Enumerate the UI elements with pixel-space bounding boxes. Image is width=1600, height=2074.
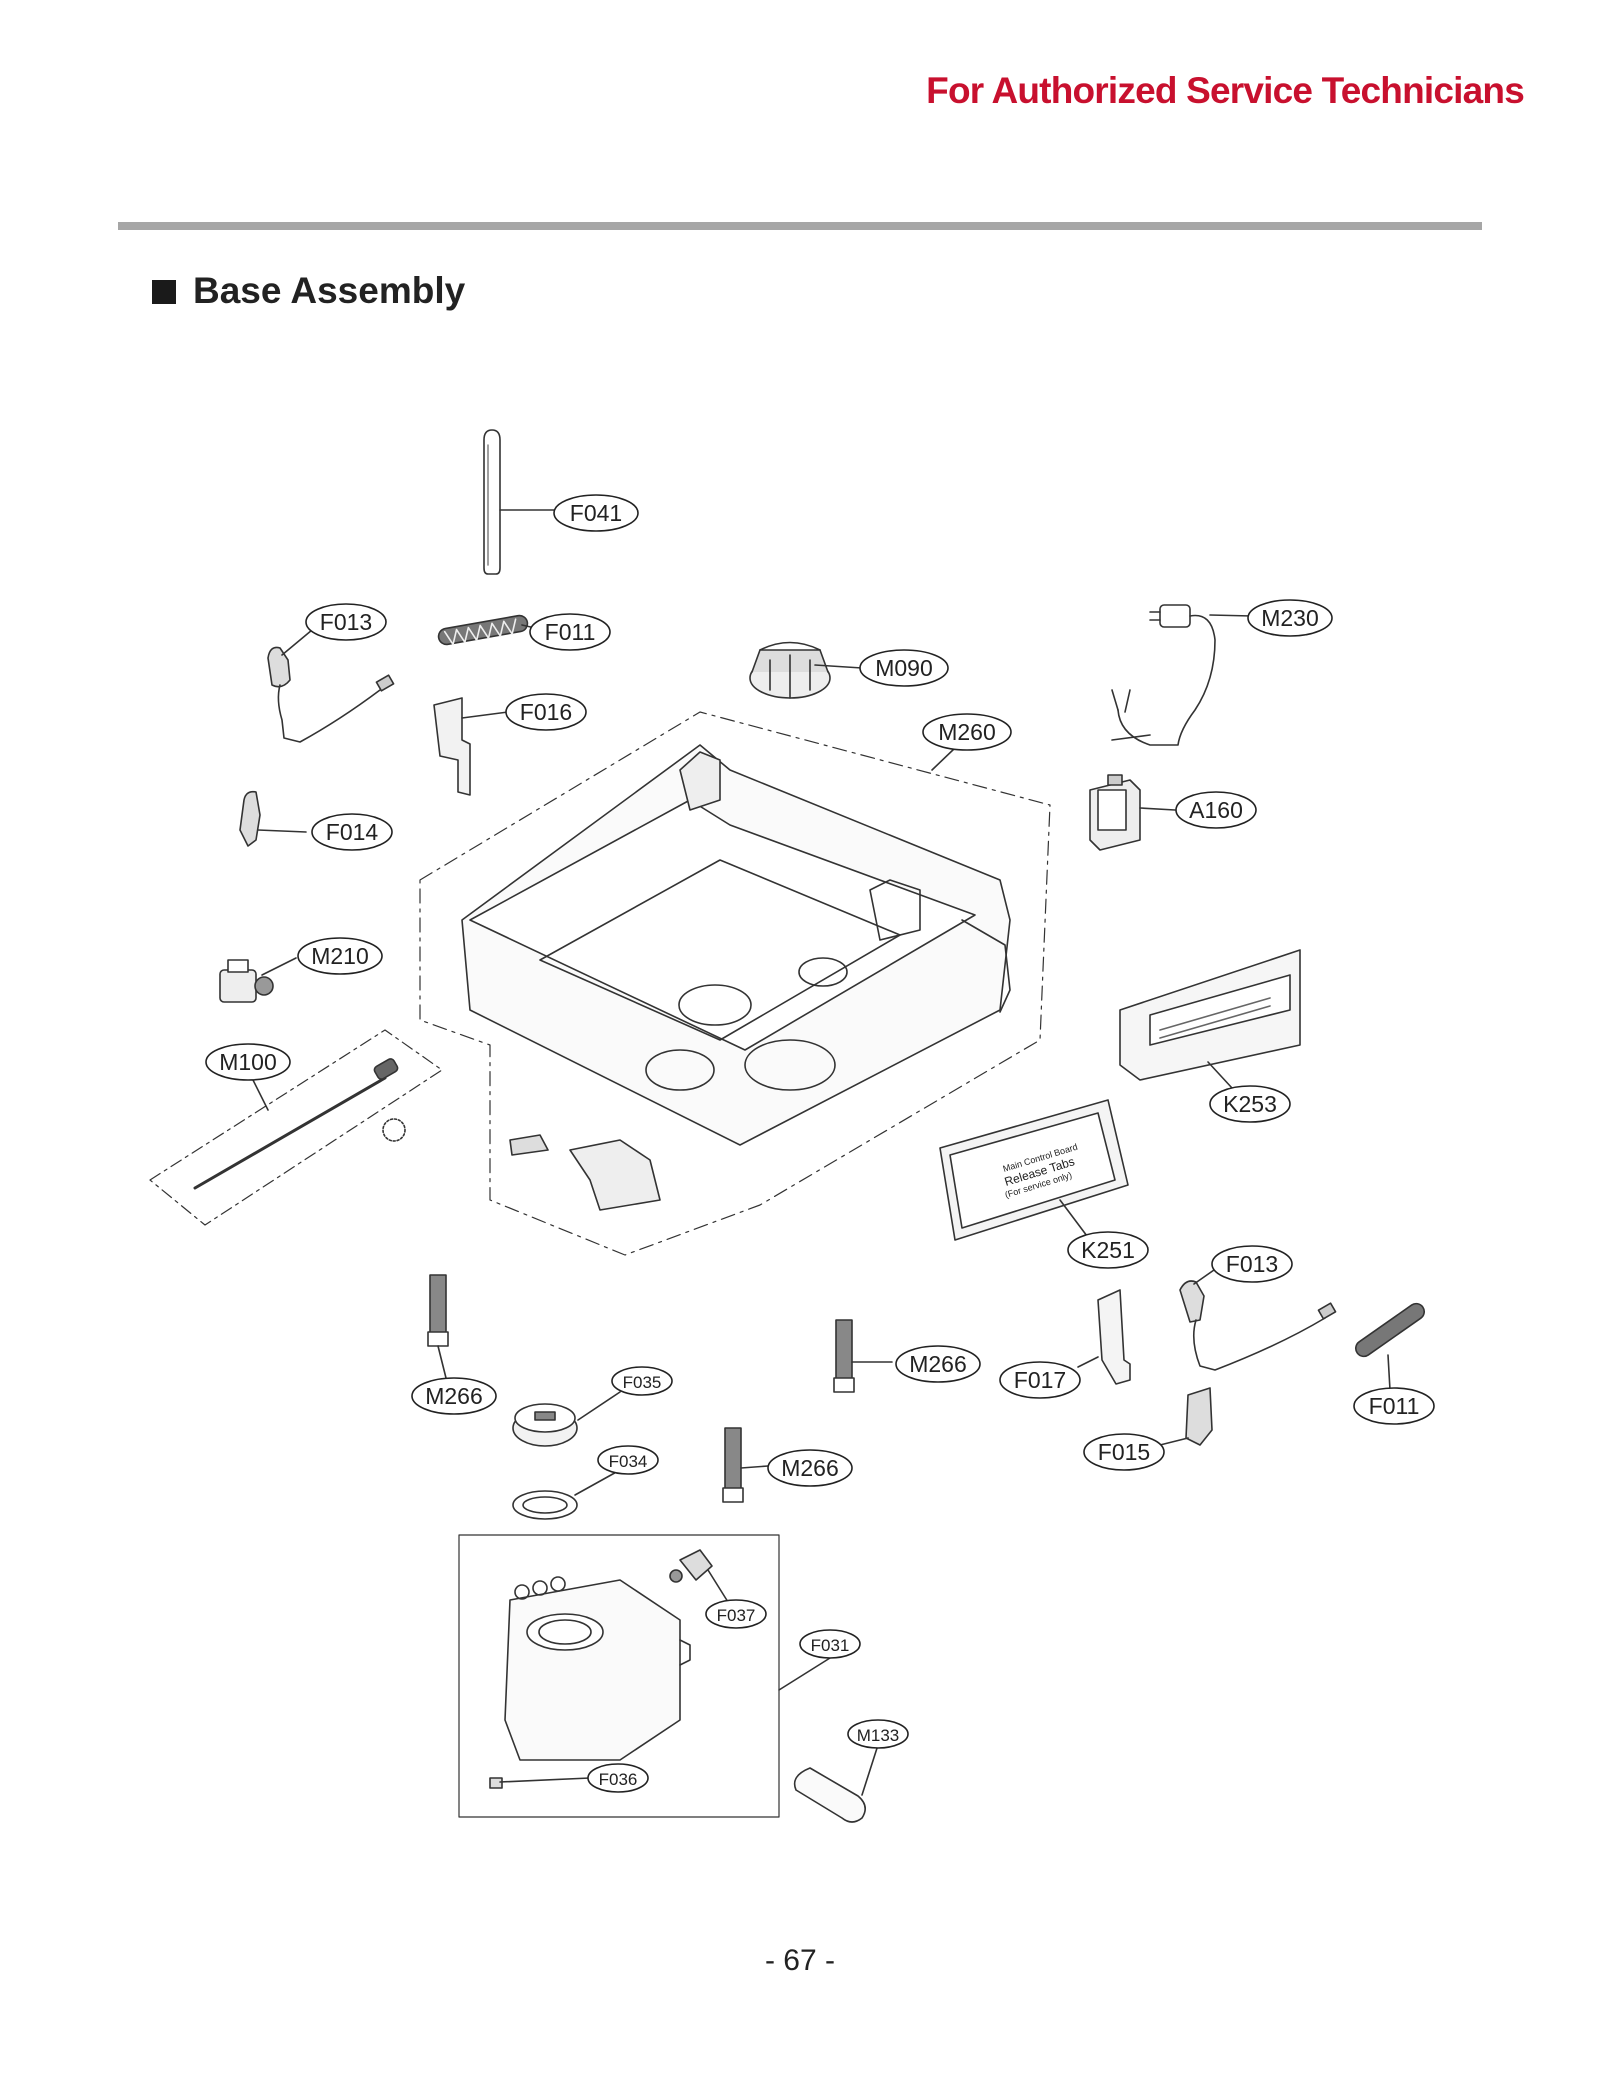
callout-label: M266 bbox=[781, 1455, 839, 1481]
callout-f016: F016 bbox=[505, 693, 587, 731]
callout-f031: F031 bbox=[799, 1629, 861, 1659]
callout-label: F016 bbox=[520, 699, 572, 725]
part-m266-lower bbox=[722, 1427, 744, 1503]
callout-label: F034 bbox=[609, 1452, 648, 1471]
callout-label: F011 bbox=[545, 619, 596, 645]
part-m090 bbox=[749, 641, 831, 699]
callout-label: M100 bbox=[219, 1049, 277, 1075]
page-number: - 67 - bbox=[764, 1944, 836, 1977]
part-m266-center bbox=[833, 1319, 855, 1393]
part-f041-tube bbox=[483, 429, 501, 575]
callout-m090: M090 bbox=[859, 649, 949, 687]
part-m230-cord bbox=[1111, 604, 1216, 746]
part-k253 bbox=[1119, 949, 1301, 1081]
part-f037 bbox=[669, 1549, 713, 1583]
callout-f034: F034 bbox=[597, 1445, 659, 1475]
part-f015 bbox=[1185, 1387, 1213, 1446]
callout-f015: F015 bbox=[1083, 1433, 1165, 1471]
callout-label: F035 bbox=[623, 1373, 662, 1392]
part-f011-right bbox=[1354, 1302, 1426, 1358]
callout-label: M260 bbox=[938, 719, 996, 745]
part-a160 bbox=[1089, 774, 1141, 851]
callout-f014: F014 bbox=[311, 813, 393, 851]
callout-label: K253 bbox=[1223, 1091, 1277, 1117]
callout-label: F036 bbox=[599, 1770, 638, 1789]
callout-f011-left: F011 bbox=[529, 613, 611, 651]
callout-m266-center: M266 bbox=[895, 1345, 981, 1383]
callout-label: F013 bbox=[320, 609, 372, 635]
callout-label: M210 bbox=[311, 943, 369, 969]
callout-label: K251 bbox=[1081, 1237, 1135, 1263]
header-divider bbox=[118, 222, 1482, 230]
part-f011-left bbox=[437, 614, 529, 646]
callout-m100: M100 bbox=[205, 1043, 291, 1081]
callout-label: F037 bbox=[717, 1606, 756, 1625]
part-f031-dispenser bbox=[504, 1576, 691, 1761]
part-m260-base bbox=[461, 744, 1011, 1211]
callout-f041: F041 bbox=[553, 494, 639, 532]
callout-label: F041 bbox=[570, 500, 622, 526]
part-f016 bbox=[433, 697, 471, 796]
callout-f013-right: F013 bbox=[1211, 1245, 1293, 1283]
part-m133 bbox=[793, 1767, 866, 1823]
part-m210 bbox=[219, 959, 274, 1003]
part-f013-left bbox=[267, 646, 395, 743]
callout-m230: M230 bbox=[1247, 599, 1333, 637]
part-m100 bbox=[193, 1058, 406, 1190]
callout-f037: F037 bbox=[705, 1599, 767, 1629]
callout-f013-left: F013 bbox=[305, 603, 387, 641]
callout-label: F017 bbox=[1014, 1367, 1066, 1393]
part-f034-ring bbox=[512, 1490, 578, 1520]
part-f014 bbox=[239, 790, 261, 847]
callout-label: M230 bbox=[1261, 605, 1319, 631]
part-f035-cap bbox=[512, 1403, 578, 1447]
header-authorized-service: For Authorized Service Technicians bbox=[926, 70, 1525, 111]
callout-label: M266 bbox=[909, 1351, 967, 1377]
part-f017 bbox=[1097, 1289, 1131, 1385]
part-k251: Main Control Board Release Tabs (For ser… bbox=[939, 1099, 1129, 1241]
section-title: Base Assembly bbox=[193, 270, 466, 311]
callout-label: M090 bbox=[875, 655, 933, 681]
callout-label: F031 bbox=[811, 1636, 850, 1655]
callout-f011-right: F011 bbox=[1353, 1387, 1435, 1425]
part-m266-left bbox=[427, 1274, 449, 1347]
callout-m266-lower: M266 bbox=[767, 1449, 853, 1487]
callout-label: F014 bbox=[326, 819, 379, 845]
callout-f017: F017 bbox=[999, 1361, 1081, 1399]
callout-label: M266 bbox=[425, 1383, 483, 1409]
callout-label: F015 bbox=[1098, 1439, 1150, 1465]
callout-a160: A160 bbox=[1175, 791, 1257, 829]
callout-m260: M260 bbox=[922, 713, 1012, 751]
part-f013-right bbox=[1179, 1280, 1337, 1371]
callout-label: F011 bbox=[1369, 1393, 1420, 1419]
callout-k253: K253 bbox=[1209, 1085, 1291, 1123]
callout-m210: M210 bbox=[297, 937, 383, 975]
callout-label: F013 bbox=[1226, 1251, 1278, 1277]
part-f036 bbox=[489, 1777, 503, 1789]
callout-label: M133 bbox=[857, 1726, 900, 1745]
callout-f036: F036 bbox=[587, 1763, 649, 1793]
section-square-icon bbox=[152, 280, 176, 304]
callout-m133: M133 bbox=[847, 1719, 909, 1749]
callout-label: A160 bbox=[1189, 797, 1243, 823]
callout-f035: F035 bbox=[611, 1366, 673, 1396]
callout-k251: K251 bbox=[1067, 1231, 1149, 1269]
callout-m266-left: M266 bbox=[411, 1377, 497, 1415]
